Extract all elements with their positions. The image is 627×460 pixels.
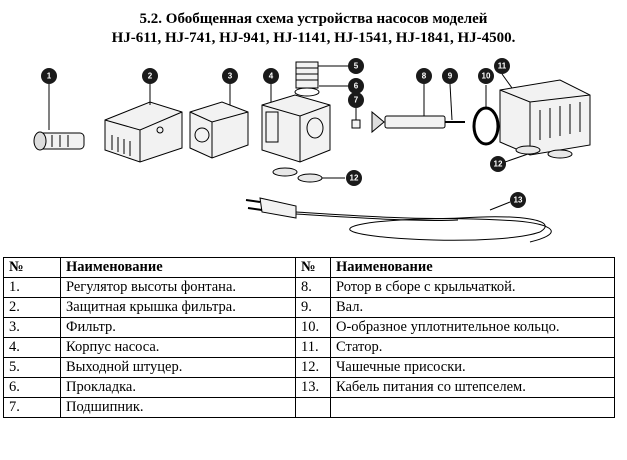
row-num-right: 12. (295, 357, 331, 378)
svg-text:11: 11 (498, 62, 507, 71)
row-name-right (330, 397, 615, 418)
callout-13: 13 (510, 192, 526, 208)
row-num-right (295, 397, 331, 418)
row-name-left: Прокладка. (60, 377, 296, 398)
svg-text:2: 2 (148, 72, 153, 81)
table-row: 3. Фильтр. 10. О-образное уплотнительное… (3, 317, 615, 338)
part-height-regulator (33, 131, 85, 151)
part-pump-body (261, 94, 331, 163)
svg-text:9: 9 (448, 72, 453, 81)
row-num-left: 3. (3, 317, 61, 338)
callout-9: 9 (442, 68, 458, 84)
row-num-left: 5. (3, 357, 61, 378)
row-num-left: 2. (3, 297, 61, 318)
part-rotor (371, 110, 446, 134)
svg-text:7: 7 (354, 96, 359, 105)
table-row: 4. Корпус насоса. 11. Статор. (3, 337, 615, 358)
callout-11: 11 (494, 58, 510, 74)
row-name-left: Подшипник. (60, 397, 296, 418)
callout-12-stator: 12 (490, 156, 506, 172)
svg-text:3: 3 (228, 72, 233, 81)
row-name-right: Статор. (330, 337, 615, 358)
row-name-left: Защитная крышка фильтра. (60, 297, 296, 318)
svg-text:10: 10 (482, 72, 491, 81)
row-num-left: 7. (3, 397, 61, 418)
table-header-row: № Наименование № Наименование (3, 257, 615, 278)
svg-text:12: 12 (350, 174, 359, 183)
row-name-left: Фильтр. (60, 317, 296, 338)
header-num-right: № (295, 257, 331, 278)
table-row: 1. Регулятор высоты фонтана. 8. Ротор в … (3, 277, 615, 298)
callout-7: 7 (348, 92, 364, 108)
svg-text:13: 13 (514, 196, 523, 205)
row-num-left: 4. (3, 337, 61, 358)
part-bearing (351, 119, 361, 129)
callout-2: 2 (142, 68, 158, 84)
part-power-cable (245, 197, 552, 243)
table-row: 2. Защитная крышка фильтра. 9. Вал. (3, 297, 615, 318)
row-num-right: 13. (295, 377, 331, 398)
svg-text:4: 4 (269, 72, 274, 81)
callout-12-body: 12 (346, 170, 362, 186)
part-filter (189, 101, 249, 159)
row-num-right: 11. (295, 337, 331, 358)
row-num-right: 10. (295, 317, 331, 338)
row-num-left: 1. (3, 277, 61, 298)
svg-text:12: 12 (494, 160, 503, 169)
part-filter-cover (104, 101, 183, 163)
row-num-left: 6. (3, 377, 61, 398)
part-stator (499, 79, 591, 156)
callout-6: 6 (348, 78, 364, 94)
callout-1: 1 (41, 68, 57, 84)
svg-text:5: 5 (354, 62, 359, 71)
part-o-ring (472, 106, 500, 146)
header-name-right: Наименование (330, 257, 615, 278)
row-name-right: Вал. (330, 297, 615, 318)
title-line-2: HJ-611, HJ-741, HJ-941, HJ-1141, HJ-1541… (111, 30, 516, 46)
header-name-left: Наименование (60, 257, 296, 278)
row-name-left: Выходной штуцер. (60, 357, 296, 378)
header-num-left: № (3, 257, 61, 278)
row-num-right: 9. (295, 297, 331, 318)
row-name-right: О-образное уплотнительное кольцо. (330, 317, 615, 338)
svg-text:1: 1 (47, 72, 52, 81)
part-suction-cups (272, 145, 573, 183)
row-name-right: Кабель питания со штепселем. (330, 377, 615, 398)
row-name-left: Регулятор высоты фонтана. (60, 277, 296, 298)
svg-text:6: 6 (354, 82, 359, 91)
svg-text:8: 8 (422, 72, 427, 81)
part-outlet-fitting (295, 61, 319, 89)
callout-8: 8 (416, 68, 432, 84)
callout-4: 4 (263, 68, 279, 84)
table-row: 6. Прокладка. 13. Кабель питания со штеп… (3, 377, 615, 398)
row-num-right: 8. (295, 277, 331, 298)
title-line-1: 5.2. Обобщенная схема устройства насосов… (139, 11, 488, 27)
row-name-right: Чашечные присоски. (330, 357, 615, 378)
table-row: 7. Подшипник. (3, 397, 615, 418)
callout-3: 3 (222, 68, 238, 84)
callout-10: 10 (478, 68, 494, 84)
callout-5: 5 (348, 58, 364, 74)
row-name-right: Ротор в сборе с крыльчаткой. (330, 277, 615, 298)
parts-table: № Наименование № Наименование 1. Регулят… (3, 257, 615, 418)
pump-exploded-diagram: 1 2 3 4 5 6 7 8 9 10 11 12 12 13 (33, 58, 591, 243)
part-gasket (294, 87, 320, 97)
row-name-left: Корпус насоса. (60, 337, 296, 358)
page-title: 5.2. Обобщенная схема устройства насосов… (0, 10, 627, 48)
table-row: 5. Выходной штуцер. 12. Чашечные присоск… (3, 357, 615, 378)
